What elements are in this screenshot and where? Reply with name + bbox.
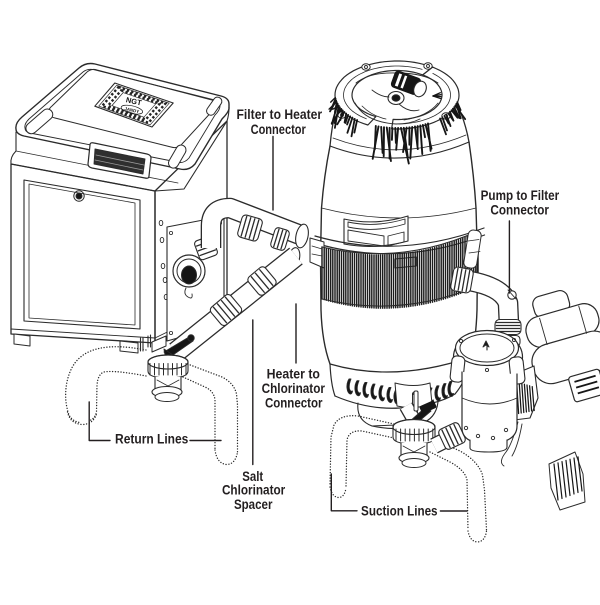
- svg-text:Connector: Connector: [251, 122, 307, 138]
- svg-text:Suction Lines: Suction Lines: [361, 504, 438, 520]
- svg-text:Filter to Heater: Filter to Heater: [237, 107, 323, 123]
- svg-text:Spacer: Spacer: [234, 497, 273, 513]
- svg-text:Connector: Connector: [265, 396, 323, 412]
- svg-text:Return Lines: Return Lines: [115, 431, 188, 447]
- svg-text:Chlorinator: Chlorinator: [262, 381, 326, 397]
- svg-text:Connector: Connector: [490, 203, 549, 219]
